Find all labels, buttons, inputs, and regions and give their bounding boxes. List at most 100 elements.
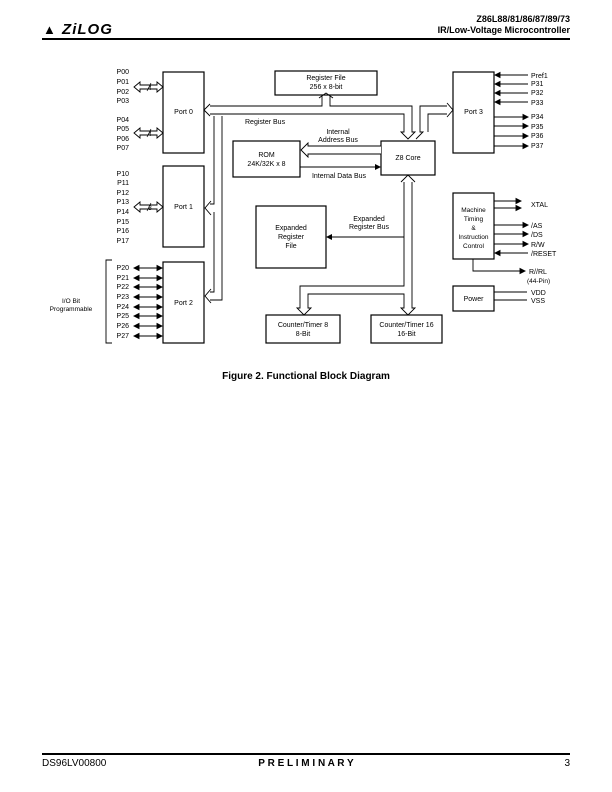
port3-output-arrowhead: [522, 122, 530, 130]
port1-pin: P10: [117, 171, 130, 178]
core-bus-right-edge: [295, 182, 417, 316]
port1-pin: P12: [117, 190, 130, 197]
internal-data-bus-label: Internal Data Bus: [312, 173, 367, 180]
port2-pin: P27: [117, 333, 130, 340]
expanded-register-bus-label-1: Expanded: [353, 216, 385, 223]
counter-timer-16-size: 16-Bit: [397, 331, 415, 338]
port3-input-arrows: [493, 71, 528, 106]
port3-label: Port 3: [464, 109, 483, 116]
register-bus-outline: [210, 94, 417, 140]
port0-bus-arrow-b: [133, 127, 164, 139]
port0-bus-slash-b: [146, 128, 152, 138]
port1-bus-slash: [146, 202, 152, 212]
port0-label: Port 0: [174, 109, 193, 116]
port3-pin: P32: [531, 90, 544, 97]
figure-caption: Figure 2. Functional Block Diagram: [222, 371, 390, 382]
expanded-register-file-line1: Expanded: [275, 225, 307, 232]
preliminary-label: P R E L I M I N A R Y: [258, 758, 354, 769]
core-bus-top-arrowhead: [400, 174, 416, 183]
register-bus-label: Register Bus: [245, 119, 286, 126]
port2-pin-arrowhead: [132, 332, 164, 340]
expanded-register-file-block: [255, 205, 327, 269]
machine-timing-line4: Instruction: [459, 234, 489, 241]
io-programmable-bracket: [105, 259, 112, 344]
port1-pin: P14: [117, 209, 130, 216]
port2-label: Port 2: [174, 300, 193, 307]
port2-pin-arrowhead: [132, 293, 164, 301]
port2-pin-arrowhead: [132, 322, 164, 330]
timing-signal-labels: XTAL /AS /DS R/W /RESET: [531, 202, 557, 258]
port0-pin: P04: [117, 117, 130, 124]
ds-arrowhead: [522, 230, 530, 238]
reset-arrowhead: [493, 249, 501, 257]
rirl-arrowhead: [519, 267, 527, 275]
port1-pin: P16: [117, 228, 130, 235]
vss-label: VSS: [531, 298, 545, 305]
internal-data-bus-arrowhead: [375, 164, 381, 170]
rirl-line: [472, 259, 522, 272]
port1-pin: P15: [117, 219, 130, 226]
expanded-register-bus-arrowhead: [326, 234, 332, 240]
io-bit-label: I/O Bit: [62, 298, 80, 305]
port3-output-arrowhead: [522, 132, 530, 140]
port0-block: [162, 71, 205, 154]
port0-bus-width-b: 4: [148, 132, 152, 138]
port0-pin: P06: [117, 136, 130, 143]
port3-output-arrowhead: [522, 113, 530, 121]
register-file-title: Register File: [306, 75, 345, 82]
port2-pin: P24: [117, 304, 130, 311]
port3-pin: P33: [531, 100, 544, 107]
internal-address-bus-label-2: Address Bus: [318, 137, 358, 144]
port3-bus-arrowhead: [446, 102, 454, 118]
register-bus-top-arrowhead: [318, 92, 334, 99]
machine-timing-line2: Timing: [464, 216, 484, 223]
timing-signal: /RESET: [531, 251, 557, 258]
zilog-logo-mark: ▲: [43, 22, 57, 37]
port2-bus-arrowhead: [204, 288, 212, 304]
expanded-register-file-line3: File: [285, 243, 296, 250]
port1-pin: P11: [117, 180, 129, 187]
port0-pin: P02: [117, 89, 130, 96]
port2-pin-arrowhead: [132, 312, 164, 320]
timing-signal: /DS: [531, 232, 543, 239]
zilog-logo-text: ZiLOG: [62, 21, 113, 38]
vdd-label: VDD: [531, 290, 546, 297]
port1-bus-width: 8: [148, 206, 152, 212]
port3-bus: [415, 102, 454, 140]
counter-timer-8-title: Counter/Timer 8: [278, 322, 328, 329]
port2-pin-arrowhead: [132, 303, 164, 311]
port0-pin: P03: [117, 98, 130, 105]
port3-bus-outline: [415, 105, 447, 140]
machine-timing-line5: Control: [463, 243, 485, 250]
expanded-register-file-line2: Register: [278, 234, 305, 241]
port2-pin-arrowhead: [132, 283, 164, 291]
port2-block: [162, 261, 205, 344]
port3-pin: P36: [531, 133, 544, 140]
rirl-label: R//RL: [529, 269, 547, 276]
port1-pin: P17: [117, 238, 130, 245]
port-vertical-bus: [204, 116, 223, 304]
port2-pin: P23: [117, 294, 130, 301]
port1-label: Port 1: [174, 204, 193, 211]
port0-bus-width-a: 4: [148, 86, 152, 92]
port3-input-arrowhead: [493, 98, 501, 106]
port3-pin: P31: [531, 81, 544, 88]
port1-pin-labels: P10 P11 P12 P13 P14 P15 P16 P17: [117, 171, 130, 245]
port0-pin: P05: [117, 126, 130, 133]
machine-timing-block: [452, 192, 495, 260]
expanded-register-bus-label-2: Register Bus: [349, 224, 390, 231]
register-bus: [203, 92, 417, 140]
port1-block: [162, 165, 205, 248]
port3-output-arrows: [494, 113, 530, 150]
xtal-arrowhead-2: [515, 204, 523, 212]
timing-signal: XTAL: [531, 202, 548, 209]
port3-output-arrowhead: [522, 142, 530, 150]
port3-pin: P37: [531, 143, 544, 150]
port2-pin: P22: [117, 284, 130, 291]
port0-pin: P01: [117, 79, 130, 86]
port0-bus-slash-a: [146, 82, 152, 92]
port3-block: [452, 71, 495, 154]
port1-pin: P13: [117, 199, 130, 206]
port3-pin-labels: Pref1 P31 P32 P33 P34 P35 P36 P37: [531, 73, 548, 150]
port3-pin: P35: [531, 124, 544, 131]
